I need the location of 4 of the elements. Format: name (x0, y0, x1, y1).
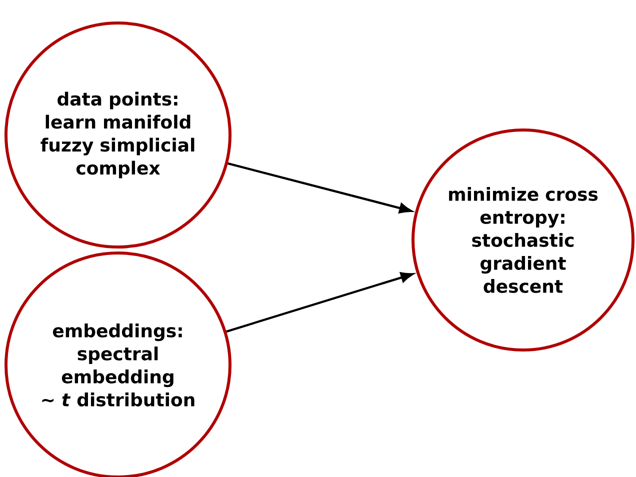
circle-node: minimize cross entropy: stochastic gradient descent (412, 128, 634, 352)
arrow (226, 272, 414, 333)
arrow (228, 162, 412, 214)
circle-node: data points: learn manifold fuzzy simplicial complex (4, 22, 232, 248)
